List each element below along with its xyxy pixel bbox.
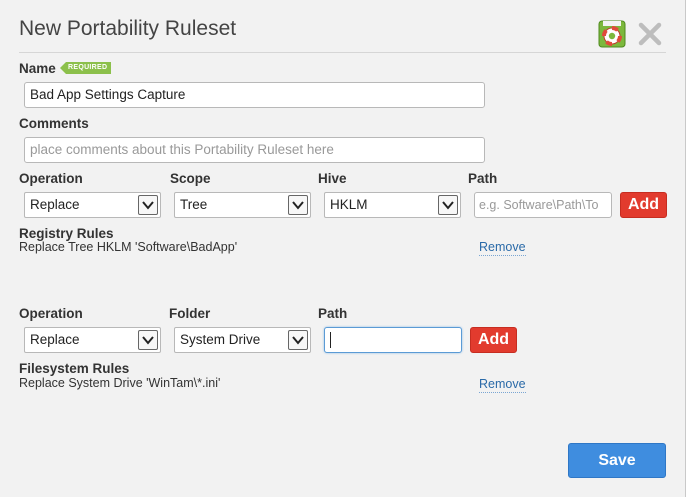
title-divider: [19, 52, 666, 53]
chevron-down-icon: [288, 330, 308, 350]
registry-operation-value: Replace: [30, 197, 80, 212]
registry-operation-select[interactable]: Replace: [24, 192, 161, 218]
chevron-down-icon: [438, 195, 458, 215]
chevron-down-icon: [138, 195, 158, 215]
registry-operation-label: Operation: [19, 171, 83, 186]
filesystem-add-button[interactable]: Add: [470, 327, 517, 353]
registry-rules-heading: Registry Rules: [19, 226, 114, 241]
filesystem-operation-select[interactable]: Replace: [24, 327, 161, 353]
filesystem-operation-value: Replace: [30, 332, 80, 347]
required-badge: REQUIRED: [60, 62, 112, 74]
name-label: Name: [19, 61, 56, 76]
registry-scope-label: Scope: [170, 171, 211, 186]
lifebuoy-help-icon[interactable]: [598, 20, 626, 48]
filesystem-rule-text: Replace System Drive 'WinTam\*.ini': [19, 376, 221, 390]
registry-path-input[interactable]: e.g. Software\Path\To: [474, 192, 612, 218]
dialog-title: New Portability Ruleset: [19, 17, 237, 40]
filesystem-operation-label: Operation: [19, 306, 83, 321]
registry-rule-remove-link[interactable]: Remove: [479, 240, 526, 256]
filesystem-rule-remove-link[interactable]: Remove: [479, 377, 526, 393]
registry-rule-text: Replace Tree HKLM 'Software\BadApp': [19, 240, 238, 254]
registry-hive-value: HKLM: [330, 197, 368, 212]
filesystem-path-input[interactable]: [324, 327, 462, 353]
filesystem-folder-select[interactable]: System Drive: [174, 327, 311, 353]
chevron-down-icon: [138, 330, 158, 350]
filesystem-path-label: Path: [318, 306, 348, 321]
filesystem-folder-value: System Drive: [180, 332, 261, 347]
save-button[interactable]: Save: [568, 443, 666, 478]
close-icon[interactable]: [638, 22, 662, 46]
registry-hive-select[interactable]: HKLM: [324, 192, 461, 218]
comments-label: Comments: [19, 116, 89, 131]
filesystem-folder-label: Folder: [169, 306, 211, 321]
name-input[interactable]: Bad App Settings Capture: [24, 82, 485, 108]
chevron-down-icon: [288, 195, 308, 215]
text-caret: [330, 332, 331, 349]
registry-path-label: Path: [468, 171, 498, 186]
registry-scope-value: Tree: [180, 197, 208, 212]
comments-input[interactable]: place comments about this Portability Ru…: [24, 137, 485, 163]
registry-hive-label: Hive: [318, 171, 347, 186]
registry-scope-select[interactable]: Tree: [174, 192, 311, 218]
registry-add-button[interactable]: Add: [620, 192, 667, 218]
filesystem-rules-heading: Filesystem Rules: [19, 361, 130, 376]
